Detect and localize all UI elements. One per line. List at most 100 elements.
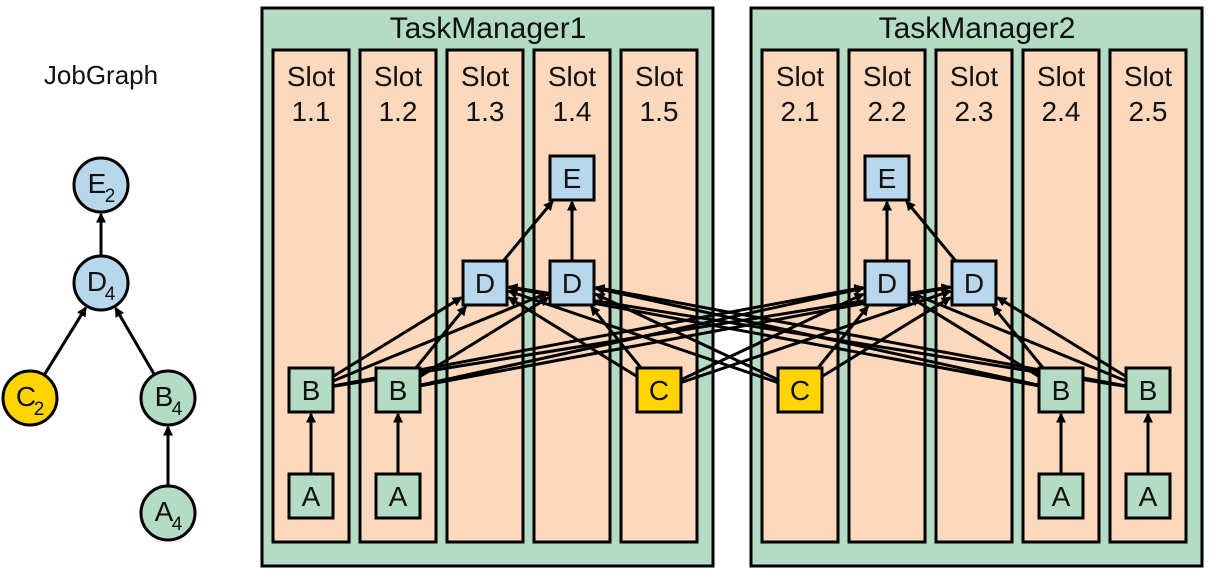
slot-1.2: Slot 1.2	[358, 48, 438, 544]
task-d22: D	[863, 259, 911, 307]
jobgraph-title: JobGraph	[44, 60, 158, 90]
slot-number: 2.1	[781, 96, 820, 127]
jobgraph-node-a: A4	[139, 484, 197, 542]
slot-label: Slot	[863, 61, 911, 92]
jobgraph-node-c: C2	[1, 369, 59, 427]
jobgraph-node-parallelism: 4	[105, 284, 116, 305]
slot-number: 2.2	[868, 96, 907, 127]
slot-label: Slot	[776, 61, 824, 92]
jobgraph-node-label: E	[88, 168, 107, 199]
jobgraph-node-label: B	[155, 381, 174, 412]
slot-label: Slot	[950, 61, 998, 92]
task-edge-b11-d13	[332, 296, 463, 378]
task-a11: A	[287, 472, 335, 520]
jobgraph-node-circle	[72, 254, 130, 312]
task-d23: D	[950, 259, 998, 307]
task-d13: D	[461, 259, 509, 307]
slot-label: Slot	[1037, 61, 1085, 92]
task-box	[374, 366, 422, 414]
slot-number: 1.5	[640, 96, 679, 127]
jobgraph-node-circle	[139, 369, 197, 427]
task-edge-c21-d23	[821, 296, 952, 378]
task-e22: E	[863, 154, 911, 202]
task-box	[635, 366, 683, 414]
task-box	[863, 259, 911, 307]
task-box	[776, 366, 824, 414]
task-label: D	[964, 268, 984, 299]
task-label: C	[790, 375, 810, 406]
task-box	[1124, 472, 1172, 520]
task-edge-b12-d13	[414, 305, 468, 369]
task-manager-title: TaskManager1	[390, 12, 587, 45]
slot-number: 2.4	[1042, 96, 1081, 127]
task-a12: A	[374, 472, 422, 520]
task-c21: C	[776, 366, 824, 414]
slot-label: Slot	[287, 61, 335, 92]
jobgraph-edge-b-d	[114, 306, 156, 376]
jobgraph-node-label: D	[87, 266, 107, 297]
slot-number: 2.3	[955, 96, 994, 127]
task-e14: E	[548, 154, 596, 202]
slot-label: Slot	[374, 61, 422, 92]
task-label: D	[475, 268, 495, 299]
jobgraph-node-parallelism: 2	[105, 186, 116, 207]
task-c15: C	[635, 366, 683, 414]
task-label: E	[878, 163, 897, 194]
task-edge-c21-d14	[594, 292, 779, 382]
slot-column	[358, 48, 438, 544]
task-label: D	[877, 268, 897, 299]
task-d14: D	[548, 259, 596, 307]
task-box	[374, 472, 422, 520]
jobgraph-edge-c-d	[42, 306, 88, 376]
task-b25: B	[1124, 366, 1172, 414]
task-edge-c15-d13	[507, 296, 638, 378]
slots: Slot1.1Slot1.2Slot1.3Slot1.4Slot1.5Slot2…	[271, 48, 1188, 544]
slot-1.1: Slot 1.1	[271, 48, 351, 544]
task-label: E	[563, 163, 582, 194]
task-label: B	[389, 375, 408, 406]
task-label: C	[649, 375, 669, 406]
task-box	[950, 259, 998, 307]
task-edge-b25-d23	[996, 296, 1127, 378]
task-b24: B	[1037, 366, 1085, 414]
jobgraph-node-label: A	[155, 496, 174, 527]
task-a25: A	[1124, 472, 1172, 520]
task-b12: B	[374, 366, 422, 414]
task-label: B	[1052, 375, 1071, 406]
slot-column	[271, 48, 351, 544]
jobgraph-node-circle	[72, 156, 130, 214]
slot-number: 1.3	[466, 96, 505, 127]
task-b11: B	[287, 366, 335, 414]
slot-number: 1.1	[292, 96, 331, 127]
slot-number: 2.5	[1129, 96, 1168, 127]
slot-label: Slot	[548, 61, 596, 92]
task-edge-d13-e14	[502, 200, 554, 262]
task-edge-c15-d14	[589, 305, 643, 369]
task-box	[461, 259, 509, 307]
task-box	[548, 259, 596, 307]
jobgraph-node-circle	[139, 484, 197, 542]
slot-number: 1.2	[379, 96, 418, 127]
jobgraph-node-parallelism: 4	[172, 514, 183, 535]
task-box	[287, 366, 335, 414]
jobgraph-node-parallelism: 4	[172, 399, 183, 420]
task-a24: A	[1037, 472, 1085, 520]
task-box	[548, 154, 596, 202]
jobgraph-node-e: E2	[72, 156, 130, 214]
task-edge-b12-d14	[419, 296, 550, 378]
task-box	[1037, 472, 1085, 520]
jobgraph-node-d: D4	[72, 254, 130, 312]
task-edge-b25-d22	[909, 291, 1127, 383]
task-edges	[306, 200, 1153, 474]
task-edge-d23-e22	[905, 200, 957, 262]
task-label: B	[302, 375, 321, 406]
jobgraph-node-parallelism: 2	[34, 399, 45, 420]
jobgraph-node-label: C	[16, 381, 36, 412]
slot-label: Slot	[635, 61, 683, 92]
tasks: A B A B D D E C C E D D B A B A	[287, 154, 1172, 520]
jobgraph-node-b: B4	[139, 369, 197, 427]
task-label: A	[1052, 481, 1071, 512]
jobgraph-node-circle	[1, 369, 59, 427]
